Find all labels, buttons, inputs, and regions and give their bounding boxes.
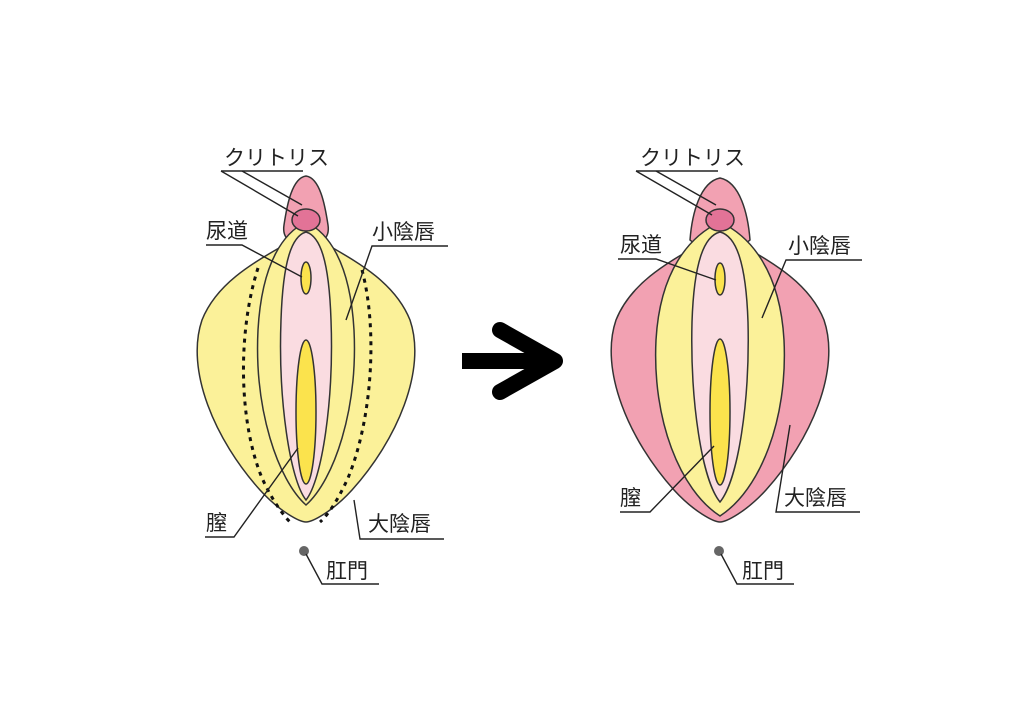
left-labia-minora-leader <box>345 245 448 321</box>
left-urethra <box>300 261 312 295</box>
right-vagina-label: 膣 <box>620 486 641 510</box>
right-urethra-leader <box>618 258 717 281</box>
right-urethra-label: 尿道 <box>620 233 662 257</box>
left-diagram: クリトリス 尿道 小陰唇 膣 大陰唇 肛門 <box>196 146 448 585</box>
left-urethra-leader <box>206 244 303 278</box>
right-labia-majora-label: 大陰唇 <box>784 486 847 510</box>
left-anus <box>299 546 309 556</box>
left-vagina-label: 膣 <box>206 511 227 535</box>
left-vagina-leader <box>205 447 299 538</box>
right-vagina <box>709 338 731 486</box>
left-labia-majora-label: 大陰唇 <box>368 512 431 536</box>
left-labia-majora-leader <box>353 499 444 540</box>
left-anus-label: 肛門 <box>326 559 368 583</box>
right-anus-label: 肛門 <box>742 559 784 583</box>
right-clitoris <box>705 208 735 232</box>
right-clitoris-label: クリトリス <box>640 146 745 170</box>
right-vagina-leader <box>620 445 715 513</box>
left-urethra-label: 尿道 <box>206 219 248 243</box>
left-vagina <box>295 339 317 485</box>
right-anus-leader <box>720 553 794 585</box>
left-anus-leader <box>305 553 379 585</box>
left-clitoris-leader-b <box>241 170 303 206</box>
right-urethra <box>714 262 726 296</box>
left-cut-line <box>241 267 373 524</box>
left-clitoris-leader-a <box>220 170 299 217</box>
right-arrow-icon <box>462 322 563 400</box>
left-clitoris-label: クリトリス <box>224 146 329 170</box>
left-clitoris <box>291 208 321 232</box>
right-diagram: クリトリス 尿道 小陰唇 膣 大陰唇 肛門 <box>610 146 862 585</box>
right-labia-majora-leader <box>775 424 860 513</box>
right-labia-minora-leader <box>761 259 862 319</box>
right-labia-minora-label: 小陰唇 <box>788 234 851 258</box>
right-clitoris-leader-a <box>635 170 713 216</box>
right-anus <box>714 546 724 556</box>
right-clitoris-leader-b <box>655 170 717 206</box>
left-labia-minora-label: 小陰唇 <box>372 220 435 244</box>
